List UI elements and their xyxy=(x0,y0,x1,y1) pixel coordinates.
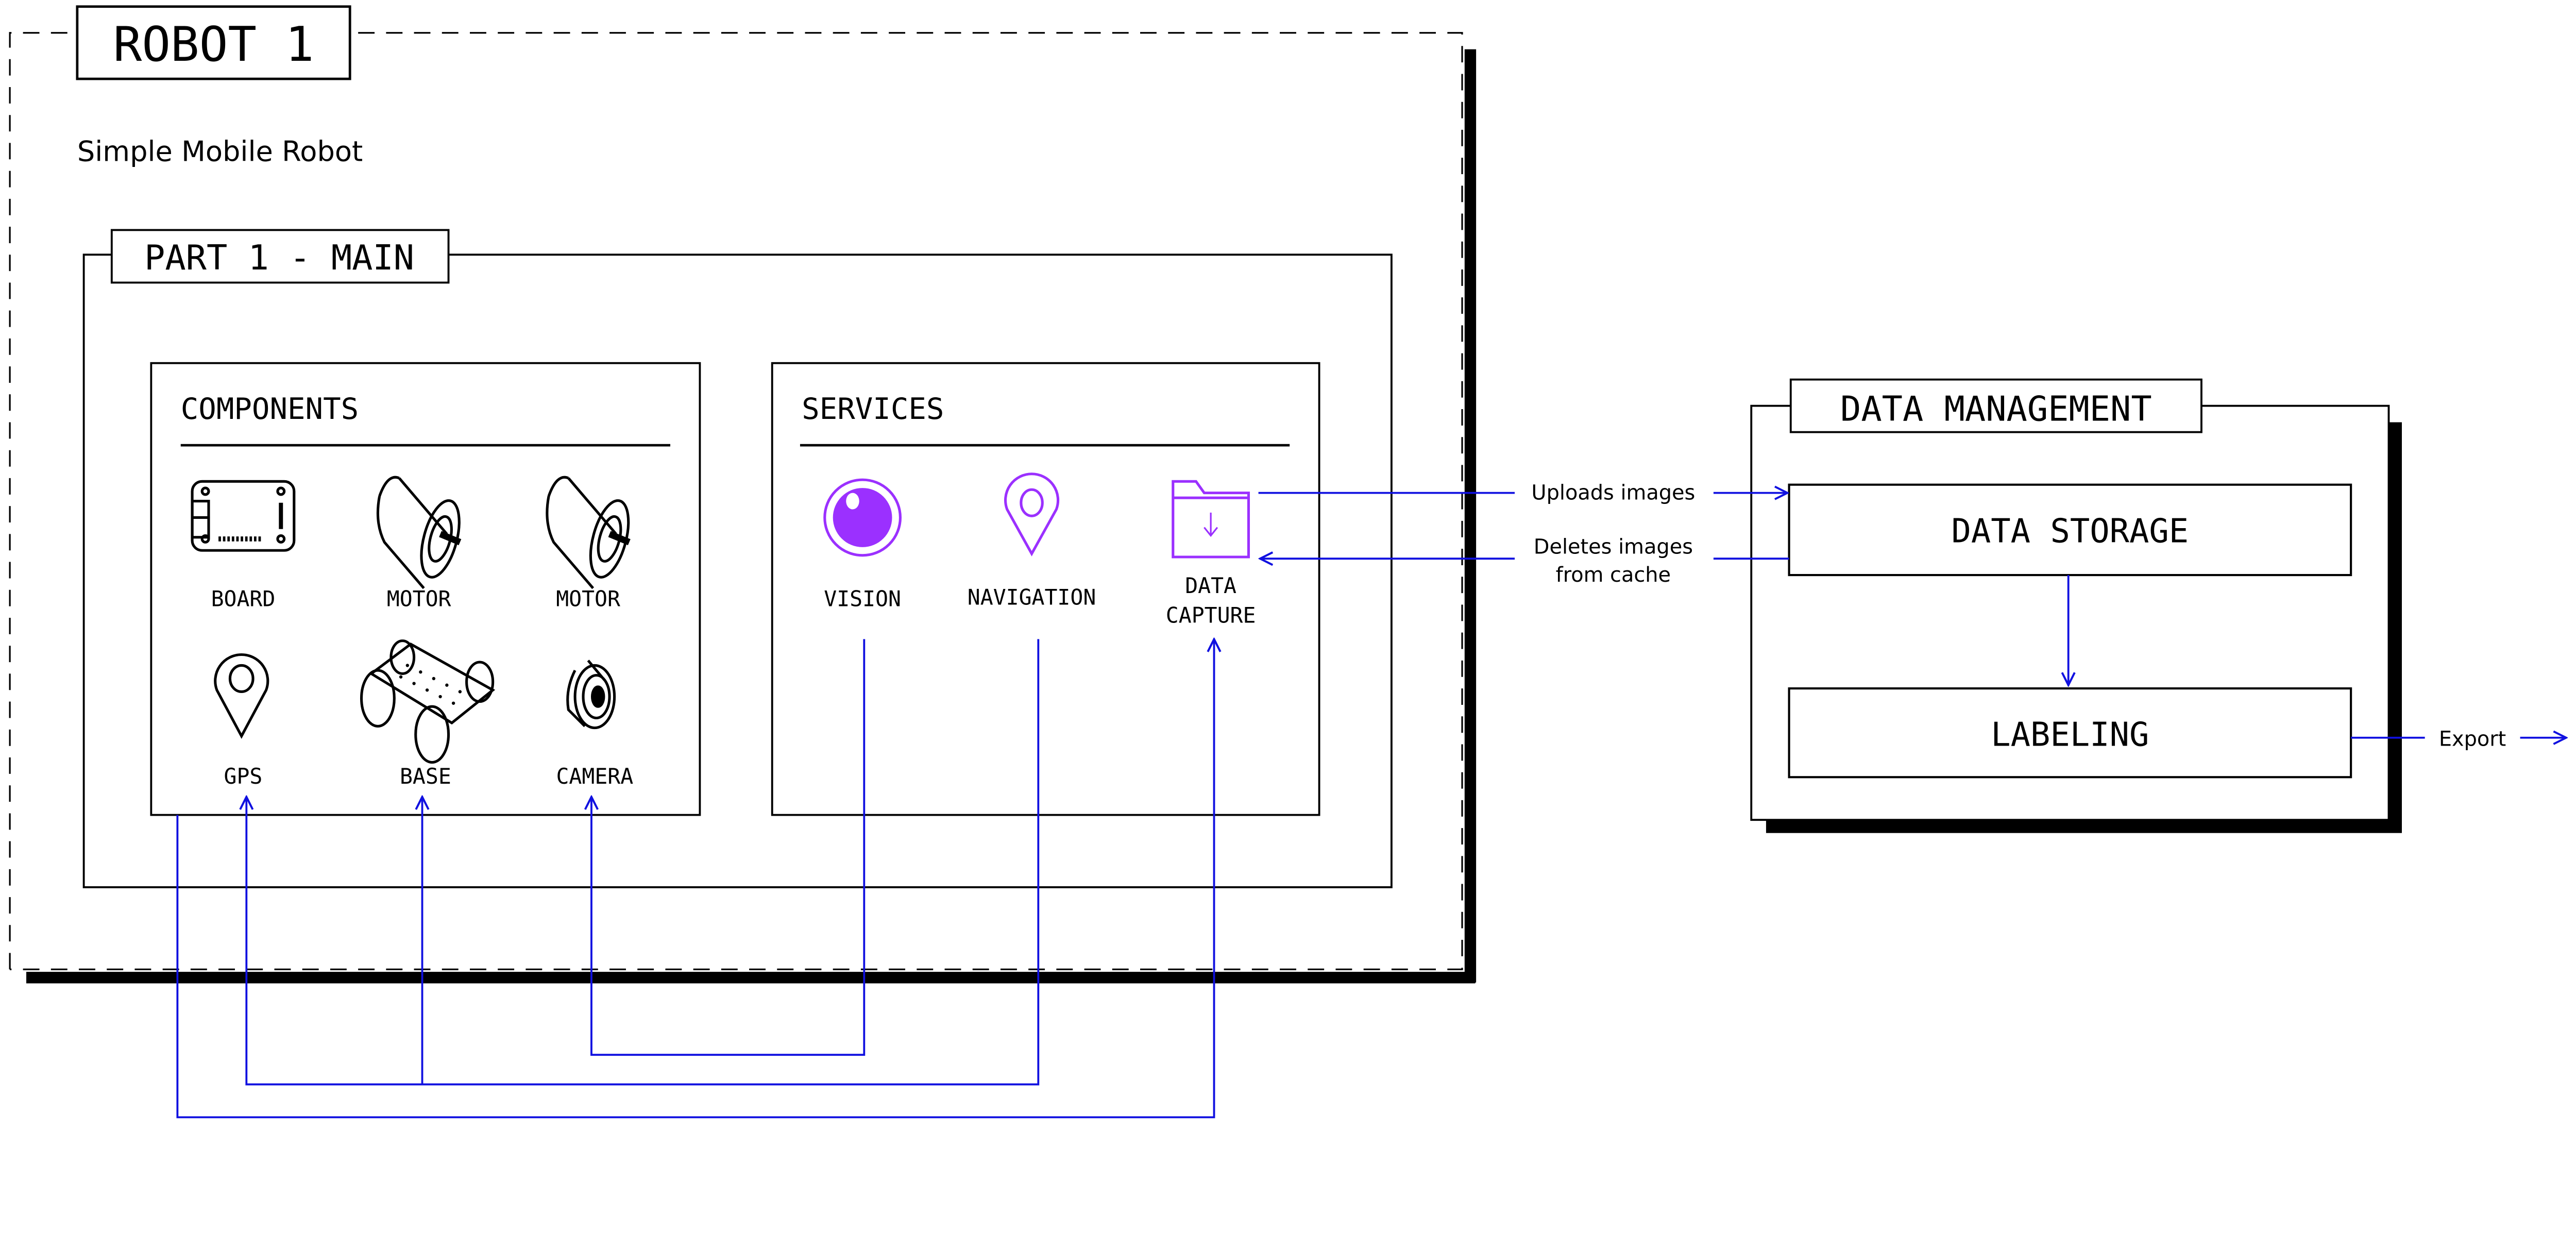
export-label: Export xyxy=(2439,728,2506,751)
component-label-base: BASE xyxy=(400,764,451,789)
board-icon xyxy=(191,480,296,552)
component-label-motor-2: MOTOR xyxy=(556,587,620,612)
labeling-box: LABELING xyxy=(1788,687,2352,779)
connectors xyxy=(176,639,1214,1119)
eye-icon xyxy=(823,478,902,557)
service-label-data-capture-line1: DATA xyxy=(1185,573,1236,598)
service-label-navigation: NAVIGATION xyxy=(968,585,1096,610)
folder-download-icon xyxy=(1172,480,1250,559)
component-label-board: BOARD xyxy=(211,587,276,612)
rover-base-icon xyxy=(360,639,496,764)
uploads-label: Uploads images xyxy=(1531,481,1695,504)
labeling-label: LABELING xyxy=(1991,716,2149,754)
part-title-box: PART 1 - MAIN xyxy=(110,229,450,284)
robot-subtitle: Simple Mobile Robot xyxy=(77,136,363,168)
component-label-gps: GPS xyxy=(224,764,263,789)
data-management-title: DATA MANAGEMENT xyxy=(1840,388,2152,429)
robot-frame xyxy=(9,32,1477,984)
components-to-data-capture-arrow xyxy=(176,639,1214,1119)
robot-title-box: ROBOT 1 xyxy=(76,5,351,80)
robot-architecture-diagram: ROBOT 1 Simple Mobile Robot PART 1 - MAI… xyxy=(9,5,2576,1119)
services-panel: SERVICES VISION NAVIGATION DATA CAPTURE xyxy=(771,362,1320,816)
components-panel: COMPONENTS BOARD MOTOR MOTOR xyxy=(150,362,701,816)
service-label-data-capture-line2: CAPTURE xyxy=(1166,603,1256,628)
motor-icon xyxy=(376,476,462,589)
services-heading: SERVICES xyxy=(802,392,944,426)
part-title: PART 1 - MAIN xyxy=(144,238,414,278)
flows: Uploads images Deletes images from cache… xyxy=(1258,481,2566,751)
motor-icon xyxy=(546,476,631,589)
components-heading: COMPONENTS xyxy=(181,392,359,426)
robot-title: ROBOT 1 xyxy=(113,16,314,72)
data-storage-label: DATA STORAGE xyxy=(1952,512,2189,550)
vision-to-camera-arrow xyxy=(591,639,866,1056)
part-box xyxy=(82,254,1393,888)
navigation-to-gps-arrow xyxy=(246,639,1040,1086)
component-label-camera: CAMERA xyxy=(556,764,633,789)
component-label-motor-1: MOTOR xyxy=(387,587,451,612)
deletes-label-line2: from cache xyxy=(1556,563,1671,587)
camera-icon xyxy=(566,660,616,730)
data-storage-box: DATA STORAGE xyxy=(1788,483,2352,577)
gps-pin-icon xyxy=(214,653,269,739)
data-management-panel: DATA MANAGEMENT DATA STORAGE LABELING xyxy=(1750,378,2402,833)
deletes-label-line1: Deletes images xyxy=(1534,535,1693,559)
location-pin-icon xyxy=(1004,472,1060,556)
service-label-vision: VISION xyxy=(824,587,901,612)
